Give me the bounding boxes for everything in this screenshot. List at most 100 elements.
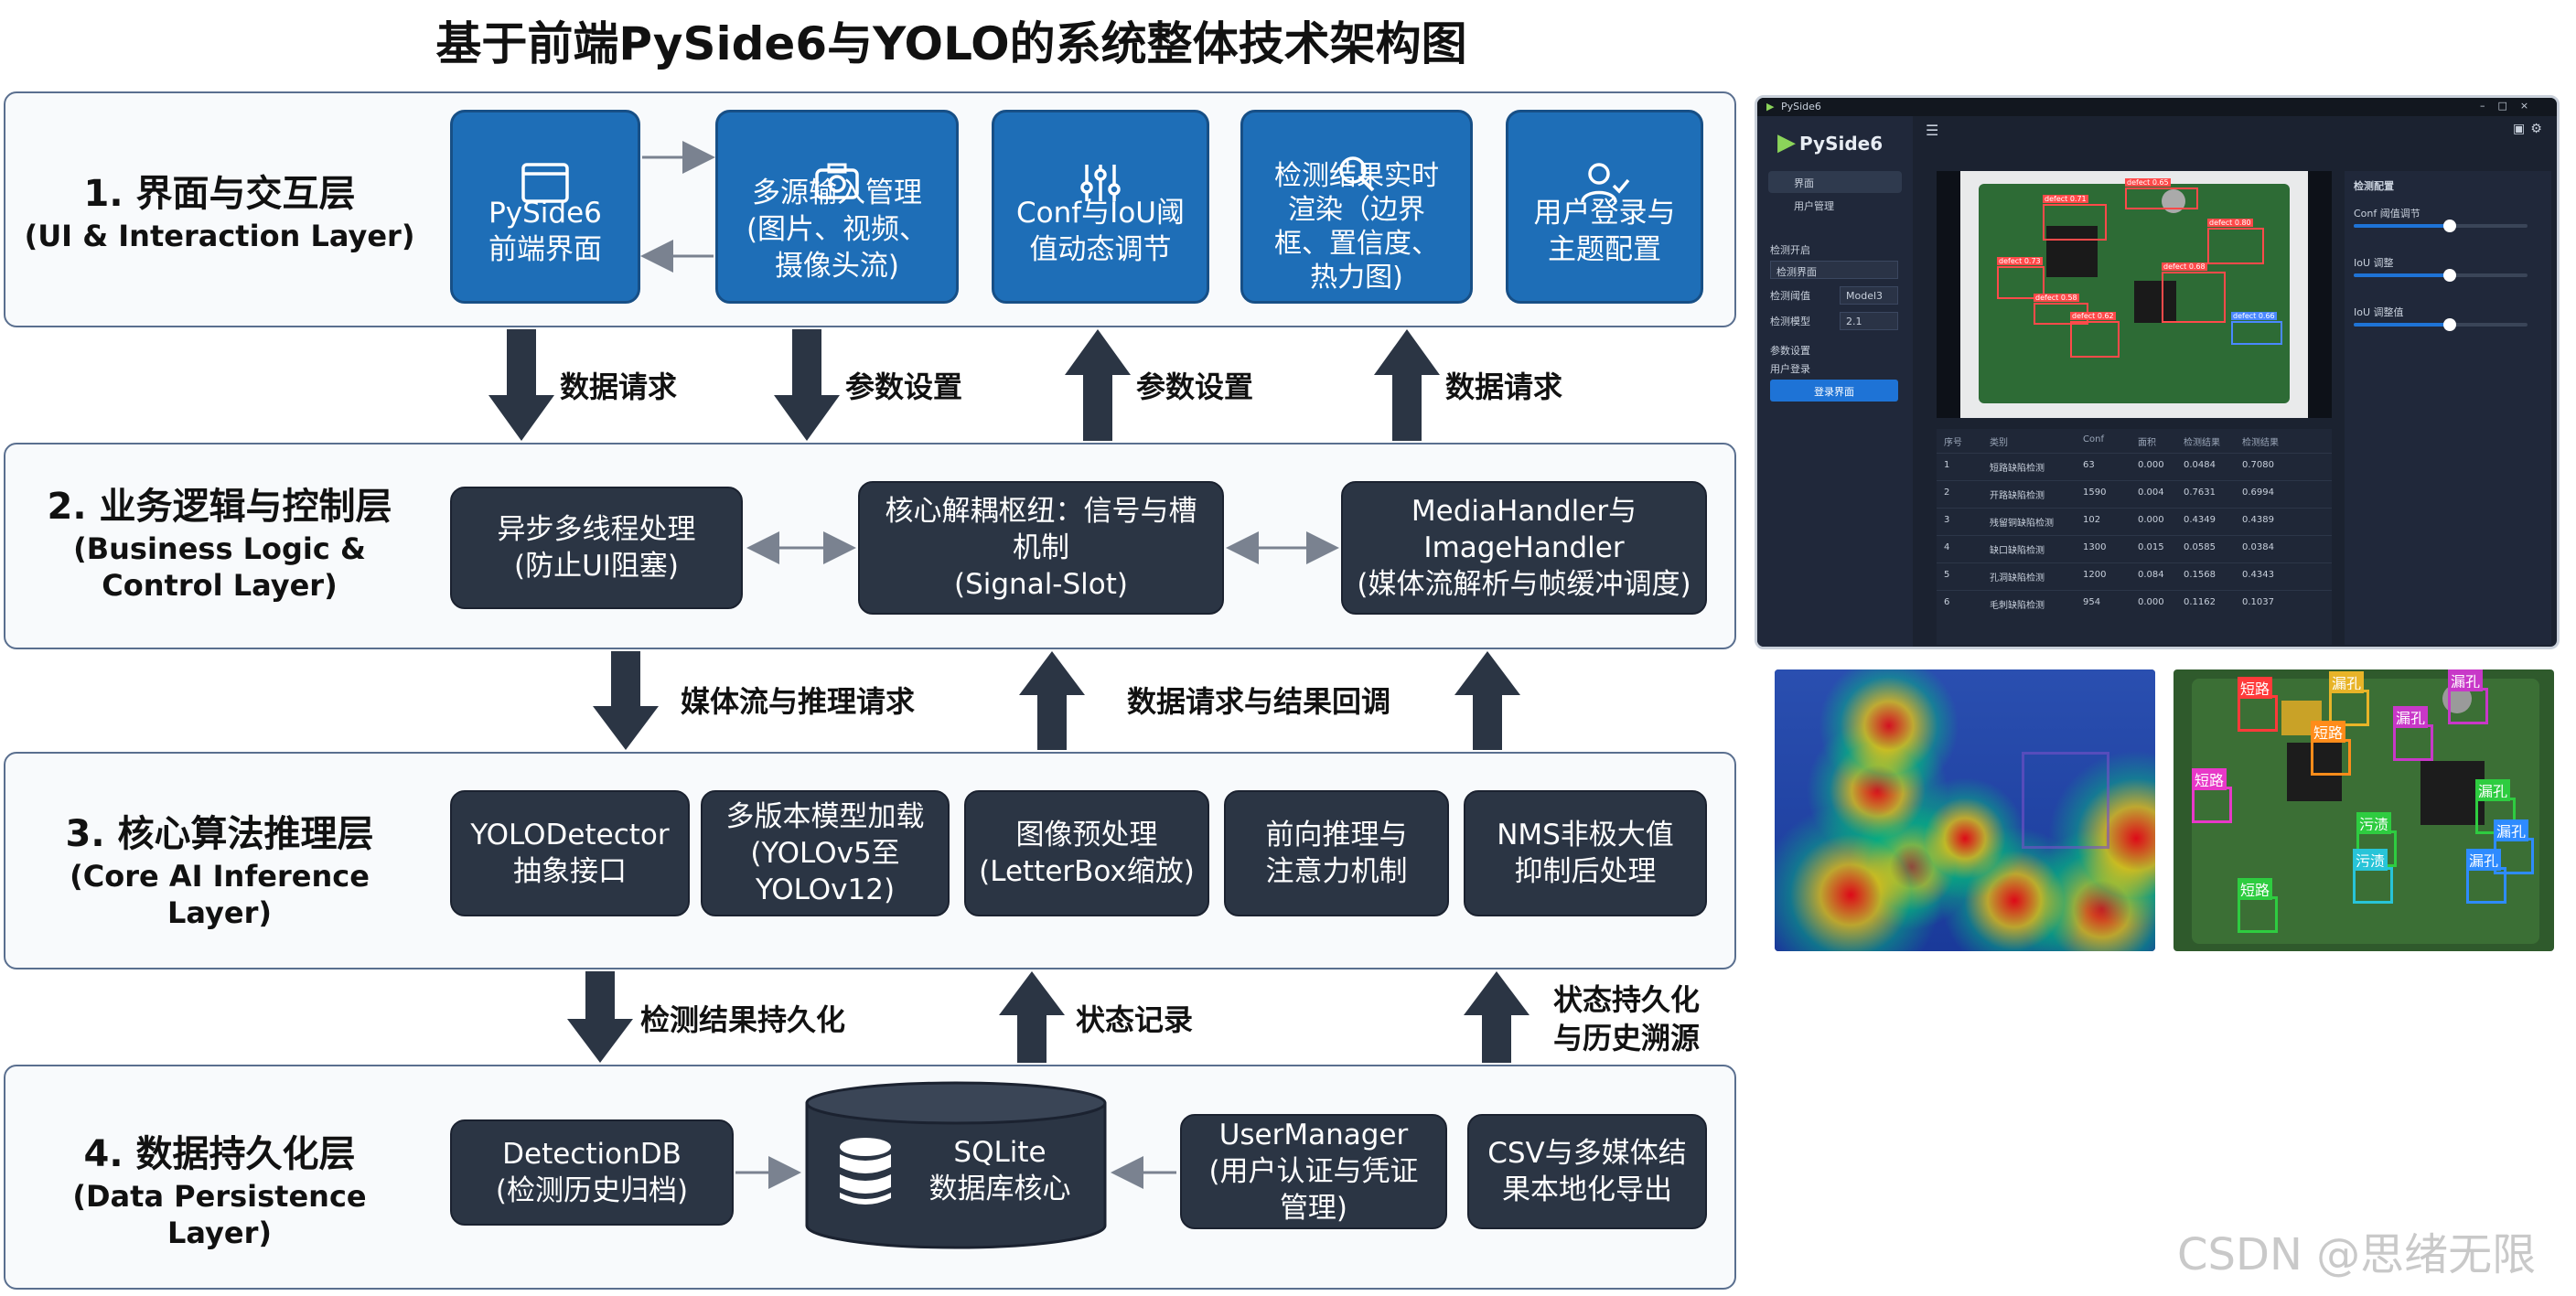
layer-title-ui: 1. 界面与交互层(UI & Interaction Layer) xyxy=(24,173,415,253)
block-arrow-down-2 xyxy=(774,329,840,441)
ui-box-user-login: 用户登录与 主题配置 xyxy=(1506,110,1703,304)
table-header-cell[interactable]: 检测结果 xyxy=(2242,438,2279,448)
table-cell: 0.000 xyxy=(2138,460,2164,470)
ui-box-threshold: Conf与IoU阈 值动态调节 xyxy=(992,110,1209,304)
table-cell: 954 xyxy=(2083,597,2101,607)
table-cell: 0.1037 xyxy=(2242,597,2274,607)
arrow-label-data-request-2: 数据请求 xyxy=(1445,370,1563,404)
window-controls-icon[interactable]: –□× xyxy=(2480,100,2542,112)
block-arrow-up-3 xyxy=(1019,651,1085,750)
sqlite-label: SQLite 数据库核心 xyxy=(928,1136,1071,1205)
table-cell: 短路缺陷检测 xyxy=(1990,464,2045,474)
table-header-cell[interactable]: 序号 xyxy=(1944,438,1962,448)
table-cell: 0.015 xyxy=(2138,542,2164,552)
slider-handle[interactable] xyxy=(2442,269,2456,282)
table-header-cell[interactable]: 类别 xyxy=(1990,438,2008,448)
table-cell: 1 xyxy=(1944,460,1950,470)
detection-box: defect 0.68 xyxy=(2162,262,2226,323)
table-cell: 1200 xyxy=(2083,570,2107,580)
ui-box-input-manager: 多源输入管理 (图片、视频、 摄像头流) xyxy=(715,110,959,304)
arrow-label-media-stream: 媒体流与推理请求 xyxy=(681,684,916,719)
detection-label: defect 0.68 xyxy=(2162,262,2207,271)
detection-label: defect 0.80 xyxy=(2207,219,2253,227)
menu-icon[interactable]: ☰ xyxy=(1926,122,1939,139)
slider-handle[interactable] xyxy=(2442,220,2456,232)
arrow-label-state-history: 状态持久化 与历史溯源 xyxy=(1553,982,1701,1055)
table-cell: 开路缺陷检测 xyxy=(1990,491,2045,501)
pcb-defect-box xyxy=(2329,690,2369,726)
table-cell: 0.4389 xyxy=(2242,515,2274,525)
block-arrow-down-1 xyxy=(488,329,554,441)
ui-box-render: 检测结果实时 渲染（边界 框、置信度、 热力图) xyxy=(1240,110,1473,304)
layer-title-inference: 3. 核心算法推理层(Core AI Inference Layer) xyxy=(65,813,374,930)
detection-box: defect 0.71 xyxy=(2043,195,2107,241)
table-cell: 1590 xyxy=(2083,487,2107,498)
slider-handle[interactable] xyxy=(2442,318,2456,331)
user-check-icon xyxy=(1508,125,1701,213)
logic-box-media-handler: MediaHandler与 ImageHandler (媒体流解析与帧缓冲调度) xyxy=(1341,481,1707,615)
table-cell: 残留铜缺陷检测 xyxy=(1990,519,2054,529)
table-cell: 0.004 xyxy=(2138,487,2164,498)
settings-title: 检测配置 xyxy=(2354,180,2394,192)
logic-box-async: 异步多线程处理 (防止UI阻塞) xyxy=(450,487,743,609)
table-cell: 2 xyxy=(1944,487,1950,498)
inference-box-models: 多版本模型加载 (YOLOv5至 YOLOv12) xyxy=(701,790,950,916)
sliders-icon xyxy=(994,125,1207,213)
inference-box-nms: NMS非极大值 抑制后处理 xyxy=(1464,790,1707,916)
login-button[interactable]: 登录界面 xyxy=(1770,380,1898,402)
pcb-defect-box xyxy=(2353,867,2393,904)
table-cell: 0.000 xyxy=(2138,515,2164,525)
search-icon xyxy=(1243,120,1470,202)
layer-title-persistence: 4. 数据持久化层(Data Persistence Layer) xyxy=(72,1133,367,1250)
inference-box-detector: YOLODetector 抽象接口 xyxy=(450,790,690,916)
camera-icon xyxy=(718,125,956,209)
table-header-cell[interactable]: 面积 xyxy=(2138,438,2156,448)
threshold-slider[interactable] xyxy=(2354,220,2528,232)
form-input-2[interactable]: 2.1 xyxy=(1840,312,1898,330)
table-cell: 5 xyxy=(1944,570,1950,580)
table-cell: 0.0484 xyxy=(2184,460,2216,470)
persistence-sqlite-cylinder: SQLite 数据库核心 xyxy=(803,1079,1109,1251)
block-arrow-up-2 xyxy=(1374,329,1440,441)
pcb-defect-box xyxy=(2311,739,2351,776)
block-arrow-down-3 xyxy=(593,651,659,750)
form-select-1[interactable]: Model3 xyxy=(1840,286,1898,305)
form-label-1: 检测阈值 xyxy=(1770,290,1810,302)
sidebar-item-home[interactable]: 界面 xyxy=(1768,171,1902,193)
table-cell: 孔洞缺陷检测 xyxy=(1990,573,2045,584)
persistence-box-detectiondb: DetectionDB (检测历史归档) xyxy=(450,1119,734,1226)
toolbar-icons[interactable]: ▣⚙ xyxy=(2513,122,2548,136)
detection-box: defect 0.73 xyxy=(1997,257,2045,299)
table-cell: 1300 xyxy=(2083,542,2107,552)
arrow-label-callback: 数据请求与结果回调 xyxy=(1127,684,1391,719)
pcb-defect-box xyxy=(2238,695,2278,732)
heatmap-image xyxy=(1775,669,2155,951)
table-header-cell[interactable]: 检测结果 xyxy=(2184,438,2220,448)
block-arrow-down-4 xyxy=(567,971,633,1063)
form-label-2: 检测模型 xyxy=(1770,316,1810,327)
detection-label: defect 0.62 xyxy=(2070,312,2116,320)
slider-label: Conf 阈值调节 xyxy=(2354,208,2420,220)
table-header-cell[interactable]: Conf xyxy=(2083,434,2104,444)
threshold-slider[interactable] xyxy=(2354,269,2528,282)
app-logo-icon: ▶ xyxy=(1766,101,1775,112)
table-cell: 0.000 xyxy=(2138,597,2164,607)
table-cell: 4 xyxy=(1944,542,1950,552)
watermark: CSDN @思绪无限 xyxy=(2177,1229,2537,1280)
pcb-defect-box xyxy=(2192,787,2232,823)
sidebar-item-users[interactable]: 用户管理 xyxy=(1794,200,1834,212)
form-select-0[interactable]: 检测界面 xyxy=(1770,261,1898,279)
threshold-slider[interactable] xyxy=(2354,318,2528,331)
table-cell: 0.1568 xyxy=(2184,570,2216,580)
detection-label: defect 0.73 xyxy=(1997,257,2043,265)
pcb-detection-image: 短路漏孔漏孔短路短路漏孔漏孔漏孔污渍短路污渍漏孔 xyxy=(2174,669,2554,951)
